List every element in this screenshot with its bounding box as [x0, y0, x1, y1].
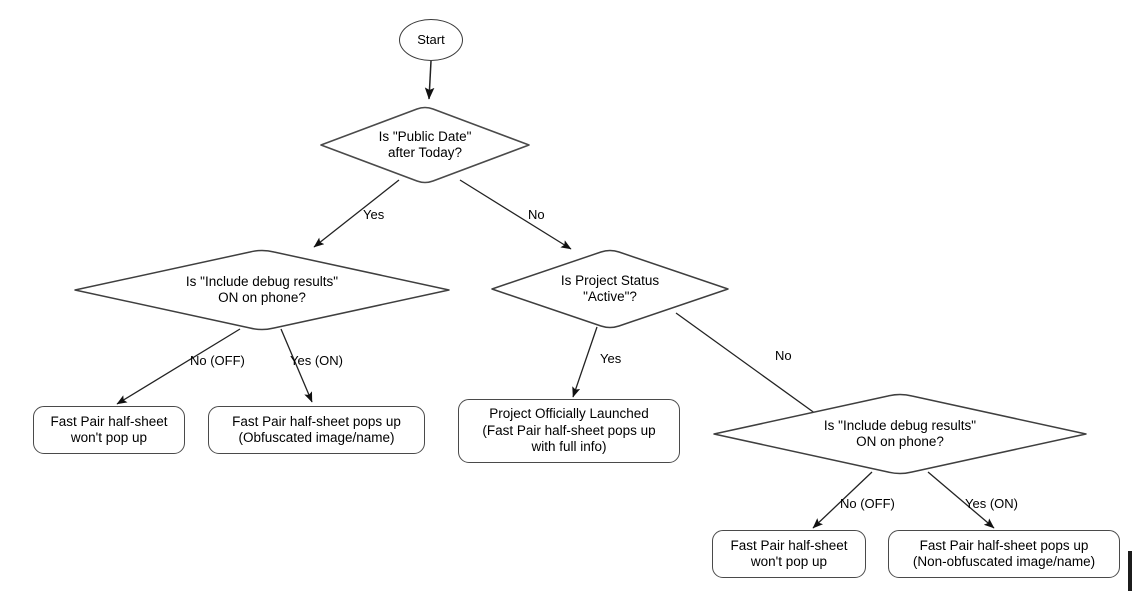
node-no-popup-right[interactable]: Fast Pair half-sheet won't pop up [712, 530, 866, 578]
edge-project-status-yes [572, 326, 598, 398]
node-public-date-decision[interactable]: Is "Public Date" after Today? [313, 105, 537, 185]
edge-label-public-date-yes: Yes [363, 207, 385, 222]
node-no-popup-right-label: Fast Pair half-sheet won't pop up [730, 537, 848, 569]
edge-label-project-status-no: No [775, 348, 792, 363]
node-debug-right-label: Is "Include debug results" ON on phone? [823, 417, 977, 449]
edge-label-debug-left-on: Yes (ON) [290, 353, 343, 368]
diamond-shape [320, 106, 530, 184]
node-start-label: Start [417, 32, 445, 48]
node-obfuscated-popup[interactable]: Fast Pair half-sheet pops up (Obfuscated… [208, 406, 425, 454]
edge-label-debug-right-on: Yes (ON) [965, 496, 1018, 511]
diamond-shape [491, 249, 729, 329]
text-caret [1128, 551, 1132, 591]
edge-label-public-date-no: No [528, 207, 545, 222]
node-start[interactable]: Start [399, 19, 463, 61]
edge-label-project-status-yes: Yes [600, 351, 622, 366]
node-no-popup-left-label: Fast Pair half-sheet won't pop up [50, 413, 168, 445]
edge-public-date-no [459, 179, 572, 250]
node-debug-left-decision[interactable]: Is "Include debug results" ON on phone? [68, 248, 456, 332]
node-debug-right-decision[interactable]: Is "Include debug results" ON on phone? [707, 392, 1093, 476]
edge-label-debug-left-off: No (OFF) [190, 353, 245, 368]
node-no-popup-left[interactable]: Fast Pair half-sheet won't pop up [33, 406, 185, 454]
edge-start-to-public-date [424, 60, 435, 100]
node-non-obfuscated-popup[interactable]: Fast Pair half-sheet pops up (Non-obfusc… [888, 530, 1120, 578]
node-debug-left-label: Is "Include debug results" ON on phone? [185, 273, 339, 305]
node-project-status-label: Is Project Status "Active"? [560, 272, 660, 304]
diamond-shape [74, 249, 450, 331]
diamond-shape [713, 393, 1087, 475]
edge-public-date-yes [313, 179, 400, 248]
node-non-obfuscated-popup-label: Fast Pair half-sheet pops up (Non-obfusc… [912, 537, 1096, 569]
node-officially-launched[interactable]: Project Officially Launched (Fast Pair h… [458, 399, 680, 463]
node-public-date-label: Is "Public Date" after Today? [378, 128, 472, 160]
node-officially-launched-label: Project Officially Launched (Fast Pair h… [482, 406, 656, 455]
edge-label-debug-right-off: No (OFF) [840, 496, 895, 511]
node-obfuscated-popup-label: Fast Pair half-sheet pops up (Obfuscated… [232, 413, 401, 445]
node-project-status-decision[interactable]: Is Project Status "Active"? [485, 248, 735, 330]
